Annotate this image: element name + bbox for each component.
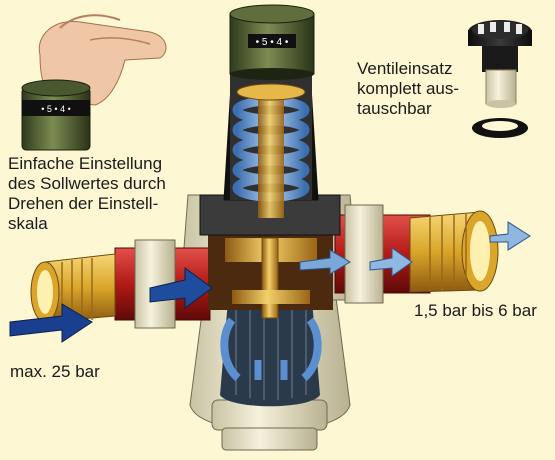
adjustment-caption-line: skala [8,214,48,233]
adjustment-caption-line: des Sollwertes durch [8,174,166,193]
inlet-arrow [9,303,93,343]
cartridge-caption-line: komplett aus- [357,79,460,98]
svg-text:• 5 • 4 •: • 5 • 4 • [256,37,289,48]
svg-text:• 5 • 4 •: • 5 • 4 • [41,104,70,114]
cartridge-caption: Ventileinsatz komplett aus- tauschbar [357,59,459,119]
adjustment-caption: Einfache Einstellung des Sollwertes durc… [8,154,166,234]
hand-adjusting-knob-illustration: • 5 • 4 • [21,14,167,151]
flow-arrows [9,221,531,382]
outlet-pressure-label: 1,5 bar bis 6 bar [414,301,537,320]
inlet-flow-arrow [149,267,213,309]
adjustment-caption-line: Drehen der Einstell- [8,194,159,213]
outlet-arrow [489,221,531,251]
valve-main-body: • 5 • 4 • [30,4,499,451]
valve-cartridge-illustration [468,20,532,138]
adjustment-knob: • 5 • 4 • [229,4,315,80]
cartridge-caption-line: Ventileinsatz [357,59,453,78]
adjustment-caption-line: Einfache Einstellung [8,154,163,173]
cartridge-caption-line: tauschbar [357,99,432,118]
inlet-pressure-label: max. 25 bar [10,362,100,381]
